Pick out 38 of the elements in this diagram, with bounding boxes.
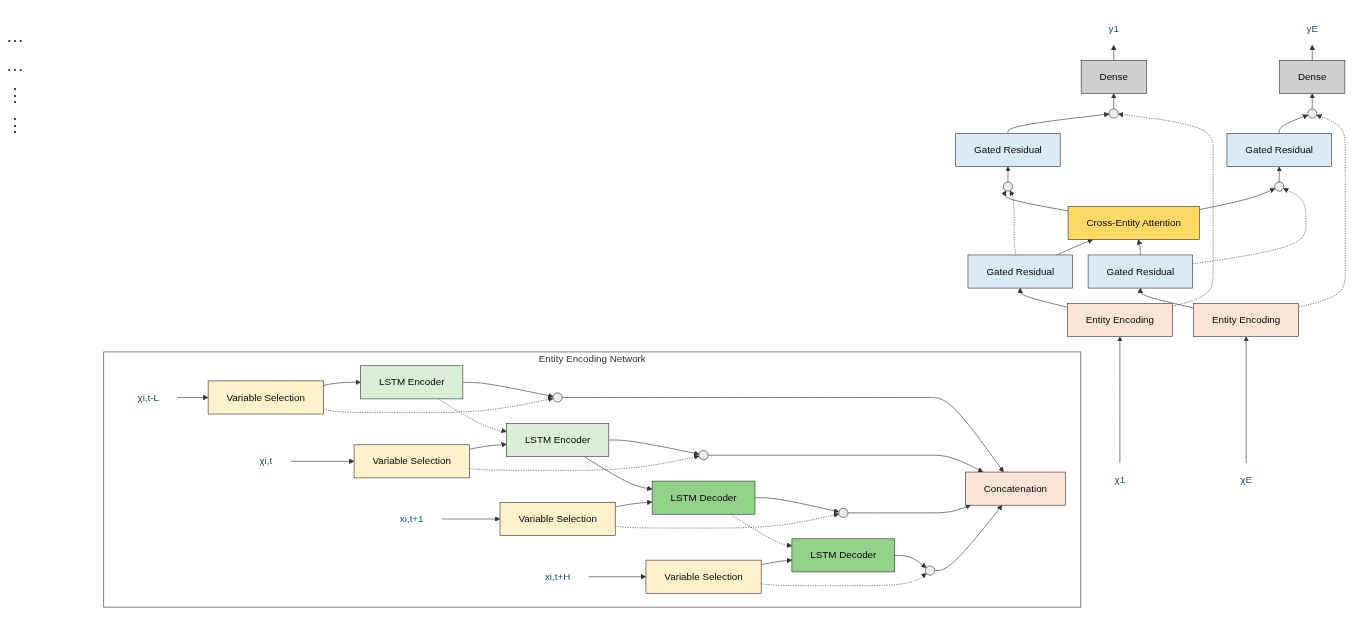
node-text: xi,t+1 xyxy=(399,513,424,524)
node-circle xyxy=(1307,108,1318,119)
node-box: Variable Selection xyxy=(353,444,470,479)
node-circle xyxy=(1003,181,1013,192)
node-text: χE xyxy=(1240,473,1253,485)
node-box: LSTM Decoder xyxy=(651,480,756,515)
node-circle xyxy=(1274,181,1285,192)
node-text: yE xyxy=(1306,22,1318,34)
node-circle xyxy=(838,507,849,518)
node-text: xi,t+H xyxy=(544,571,571,582)
ellipsis-mark: ⋮ xyxy=(6,84,25,106)
node-box: Entity Encoding xyxy=(1193,303,1299,337)
node-box: Gated Residual xyxy=(1087,254,1193,289)
node-text: χi,t xyxy=(259,455,273,467)
node-circle xyxy=(552,392,563,403)
node-text: y1 xyxy=(1108,22,1119,34)
node-box: Gated Residual xyxy=(955,133,1061,167)
node-box: LSTM Decoder xyxy=(791,538,896,573)
node-box: Variable Selection xyxy=(207,380,324,415)
node-box: Entity Encoding xyxy=(1067,303,1173,337)
ellipsis-mark: … xyxy=(6,55,25,76)
node-circle xyxy=(698,450,709,461)
node-box: Gated Residual xyxy=(1226,133,1332,167)
node-box: Variable Selection xyxy=(645,559,762,594)
node-box: LSTM Encoder xyxy=(360,365,464,400)
node-box: Concatenation xyxy=(965,471,1066,506)
node-box: Gated Residual xyxy=(967,254,1073,289)
node-text: χ1 xyxy=(1114,473,1126,485)
node-circle xyxy=(925,565,935,576)
node-text: χi,t-L xyxy=(137,391,160,403)
node-box: Dense xyxy=(1080,60,1147,94)
node-box: Cross-Entity Attention xyxy=(1067,206,1200,240)
ellipsis-mark: ⋮ xyxy=(6,114,25,136)
node-circle xyxy=(1108,108,1119,119)
node-box: Dense xyxy=(1279,60,1346,94)
node-box: Variable Selection xyxy=(499,502,616,536)
node-box: LSTM Encoder xyxy=(506,423,610,457)
ellipsis-mark: … xyxy=(6,26,25,47)
